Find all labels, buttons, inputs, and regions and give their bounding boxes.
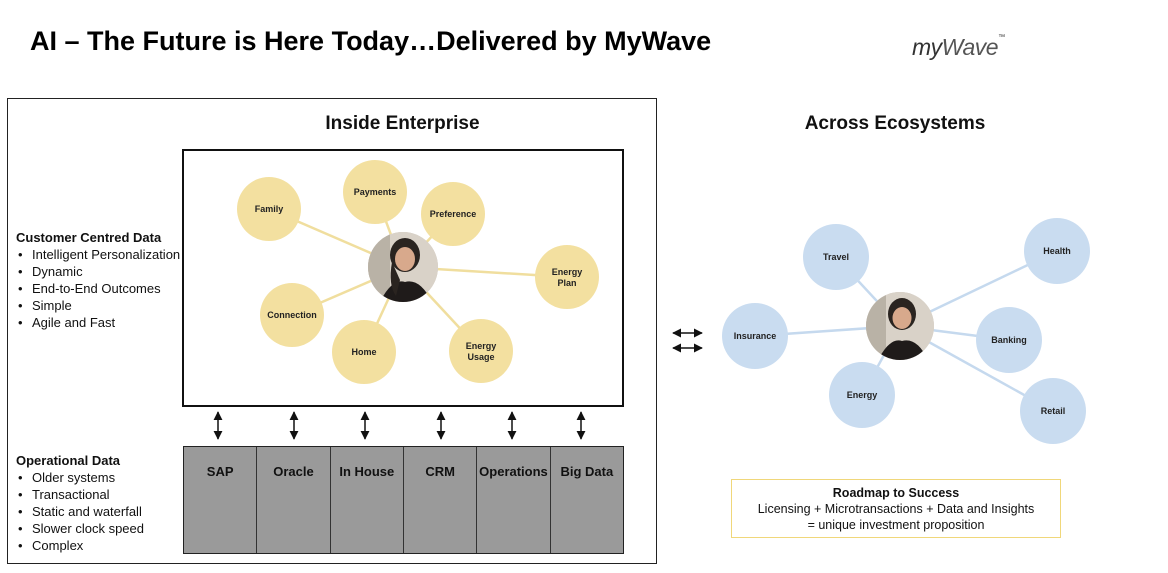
- operational-data-item: Slower clock speed: [16, 520, 181, 537]
- node-energy-usage: [449, 319, 513, 383]
- label-insurance: Insurance: [734, 331, 777, 341]
- node-label-line: Plan: [557, 278, 576, 288]
- ecosystem-connectors: [672, 328, 703, 353]
- customer-data-item: End-to-End Outcomes: [16, 280, 181, 297]
- node-payments: [343, 160, 407, 224]
- system-sap: SAP: [184, 447, 258, 553]
- customer-data-item: Simple: [16, 297, 181, 314]
- system-connectors: [213, 411, 586, 440]
- enterprise-frame: [7, 98, 657, 564]
- system-crm: CRM: [404, 447, 478, 553]
- customer-data-item: Agile and Fast: [16, 314, 181, 331]
- page-title: AI – The Future is Here Today…Delivered …: [30, 26, 712, 56]
- node-label-line: Energy: [552, 267, 583, 277]
- inside-enterprise-title: Inside Enterprise: [325, 113, 480, 134]
- woman-portrait-icon: [368, 232, 438, 302]
- roadmap-line-2: = unique investment proposition: [807, 518, 985, 532]
- woman-portrait-icon: [866, 292, 934, 360]
- system-oracle: Oracle: [257, 447, 331, 553]
- system-operations: Operations: [477, 447, 551, 553]
- system-in-house: In House: [331, 447, 404, 553]
- inside-nodes: [237, 160, 599, 384]
- operational-data-item: Static and waterfall: [16, 503, 181, 520]
- node-energy-plan: [535, 245, 599, 309]
- logo-text-my: my: [912, 34, 942, 60]
- node-home: [332, 320, 396, 384]
- node-health: [1024, 218, 1090, 284]
- label-payments: Payments: [354, 187, 397, 197]
- customer-data-heading: Customer Centred Data: [16, 230, 162, 245]
- node-retail: [1020, 378, 1086, 444]
- label-health: Health: [1043, 246, 1071, 256]
- label-preference: Preference: [430, 209, 477, 219]
- node-insurance: [722, 303, 788, 369]
- label-home: Home: [351, 347, 376, 357]
- across-node-labels: Travel Health Insurance Banking Energy R…: [734, 246, 1071, 416]
- operational-data-item: Transactional: [16, 486, 181, 503]
- label-travel: Travel: [823, 252, 849, 262]
- label-banking: Banking: [991, 335, 1027, 345]
- node-travel: [803, 224, 869, 290]
- node-banking: [976, 307, 1042, 373]
- node-preference: [421, 182, 485, 246]
- across-nodes: [722, 218, 1090, 444]
- customer-data-item: Dynamic: [16, 263, 181, 280]
- operational-data-item: Complex: [16, 537, 181, 554]
- customer-data-item: Intelligent Personalization: [16, 246, 181, 263]
- node-label-line: Energy: [466, 341, 497, 351]
- across-ecosystems-title: Across Ecosystems: [804, 113, 986, 134]
- system-big-data: Big Data: [560, 464, 614, 479]
- node-connection: [260, 283, 324, 347]
- mywave-logo: myWave™: [912, 34, 1005, 61]
- roadmap-box: Roadmap to Success Licensing + Microtran…: [731, 479, 1061, 538]
- node-energy: [829, 362, 895, 428]
- node-label-line: Usage: [467, 352, 494, 362]
- roadmap-title: Roadmap to Success: [832, 486, 960, 500]
- label-connection: Connection: [267, 310, 317, 320]
- label-retail: Retail: [1041, 406, 1066, 416]
- logo-trademark: ™: [998, 34, 1005, 41]
- customer-centred-data: Customer Centred Data Intelligent Person…: [16, 229, 181, 331]
- operational-data-heading: Operational Data: [16, 453, 121, 468]
- logo-text-wave: Wave: [941, 34, 999, 60]
- operational-data: Operational Data Older systems Transacti…: [16, 452, 181, 554]
- roadmap-line-1: Licensing + Microtransactions + Data and…: [757, 502, 1035, 516]
- label-energy: Energy: [847, 390, 878, 400]
- node-family: [237, 177, 301, 241]
- systems-bar: SAP Oracle In House CRM Operations Big D…: [183, 446, 624, 554]
- operational-data-item: Older systems: [16, 469, 181, 486]
- label-family: Family: [255, 204, 284, 214]
